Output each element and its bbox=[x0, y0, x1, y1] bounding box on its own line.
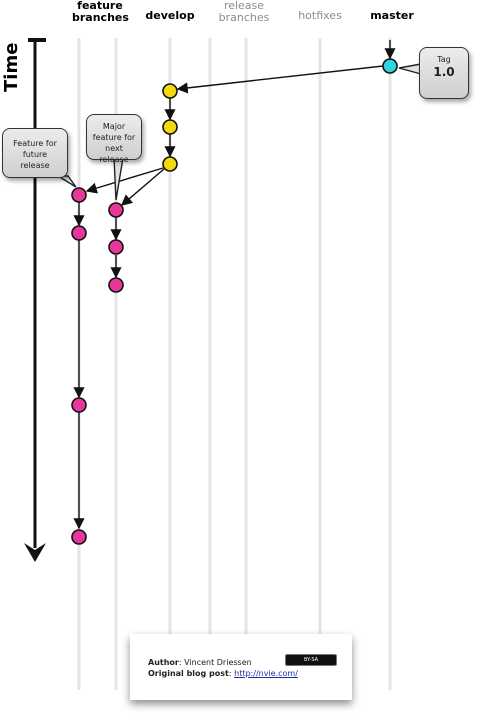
develop-to-future-feature-arrow bbox=[85, 167, 164, 194]
tag-callout: Tag 1.0 bbox=[419, 47, 469, 99]
column-header-master: master bbox=[370, 9, 414, 22]
connections bbox=[73, 40, 396, 530]
license-badge[interactable]: BY-SA bbox=[285, 654, 337, 666]
commit-feature-future bbox=[71, 225, 87, 241]
time-axis-label: Time bbox=[1, 42, 22, 92]
commit-develop bbox=[162, 83, 178, 99]
credits-card: Author: Vincent Driessen Original blog p… bbox=[130, 634, 352, 700]
commit-feature-major bbox=[108, 277, 124, 293]
column-header-feature-branches: feature branches bbox=[72, 0, 129, 24]
blog-link[interactable]: http://nvie.com/ bbox=[234, 669, 298, 678]
tag-callout-pointer bbox=[398, 63, 422, 75]
commit-develop bbox=[162, 119, 178, 135]
master-to-develop-arrow bbox=[176, 65, 384, 94]
commit-feature-future bbox=[71, 397, 87, 413]
tag-callout-version: 1.0 bbox=[433, 65, 455, 79]
commit-feature-future bbox=[71, 187, 87, 203]
column-header-develop: develop bbox=[145, 9, 195, 22]
column-header-release-branches: release branches bbox=[218, 0, 270, 24]
author-line: Author: Vincent Driessen bbox=[148, 658, 252, 667]
future-feature-callout: Feature for future release bbox=[2, 128, 68, 178]
major-feature-callout: Major feature for next release bbox=[86, 114, 142, 164]
commit-feature-major bbox=[108, 239, 124, 255]
commit-master bbox=[382, 58, 398, 74]
author-name: Vincent Driessen bbox=[184, 658, 252, 667]
blog-line: Original blog post: http://nvie.com/ bbox=[148, 669, 298, 678]
tag-callout-label: Tag bbox=[437, 55, 451, 64]
time-axis bbox=[24, 38, 46, 562]
develop-to-major-feature-arrow bbox=[120, 168, 165, 206]
commit-feature-major bbox=[108, 202, 124, 218]
blog-label: Original blog post bbox=[148, 669, 229, 678]
commits bbox=[71, 58, 398, 545]
commit-feature-future bbox=[71, 529, 87, 545]
column-header-hotfixes: hotfixes bbox=[298, 9, 342, 22]
commit-develop bbox=[162, 156, 178, 172]
author-label: Author bbox=[148, 658, 179, 667]
time-axis-arrowhead bbox=[24, 543, 46, 562]
